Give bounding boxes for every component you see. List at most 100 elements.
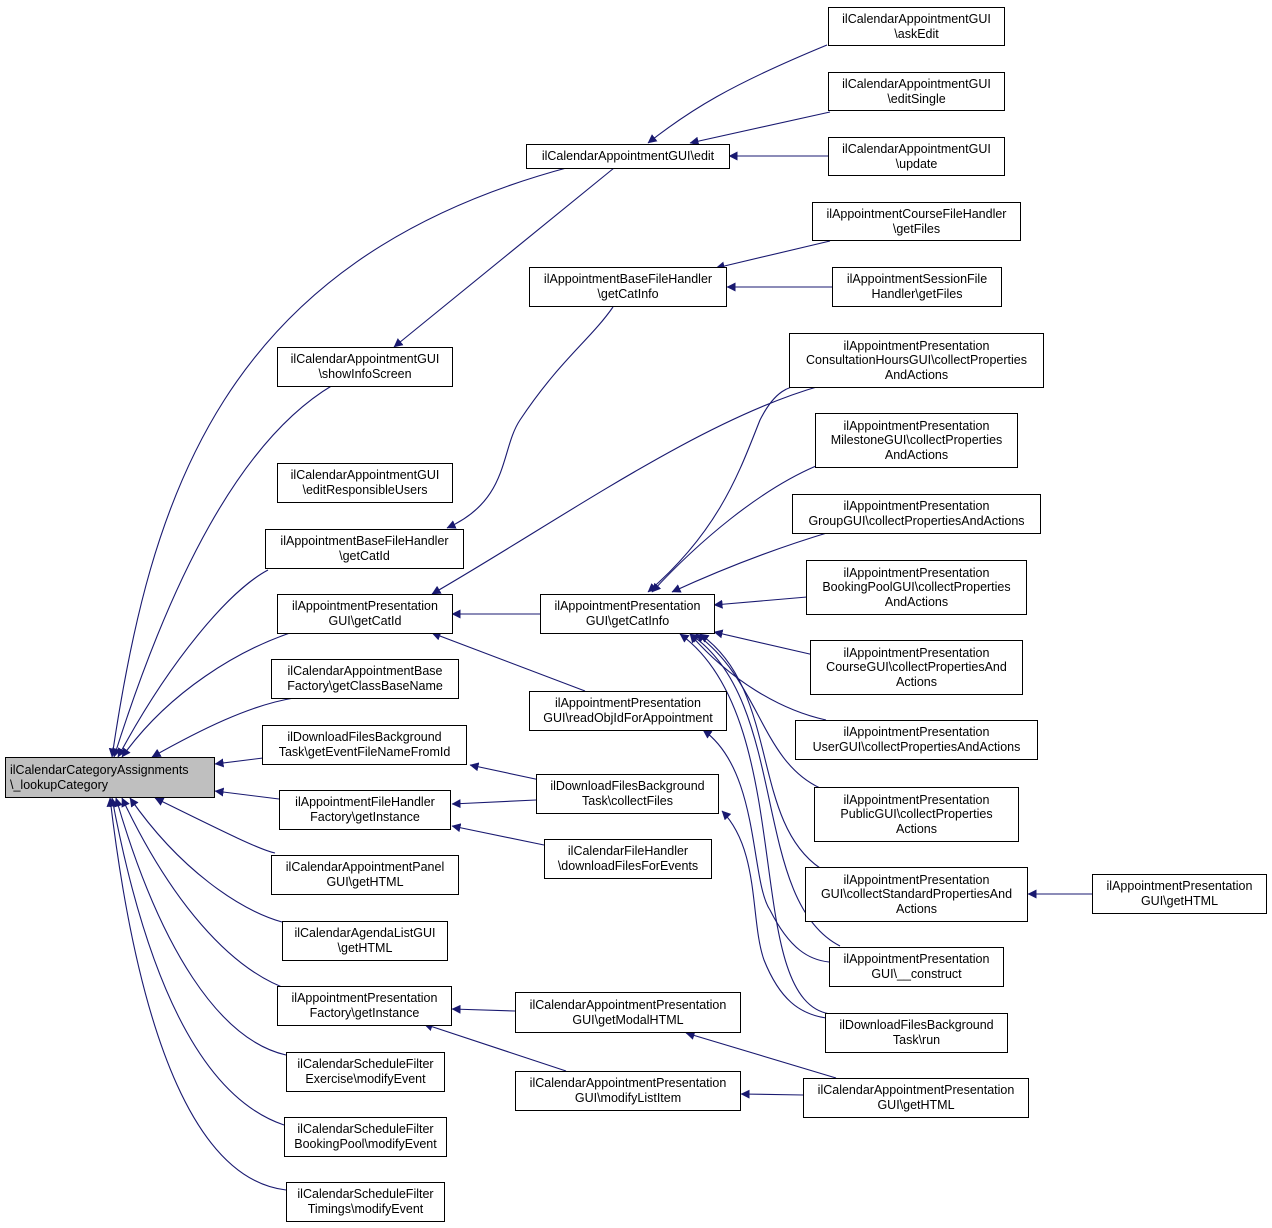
node-n12[interactable]: ilAppointmentPresentation GroupGUI\colle… [792,494,1041,534]
node-n27-line1: ilAppointmentPresentation [843,872,990,887]
node-n16[interactable]: ilAppointmentPresentation GUI\getCatInfo [540,594,715,634]
node-n36[interactable]: ilCalendarAppointmentPresentation GUI\ge… [803,1078,1029,1118]
node-n11[interactable]: ilCalendarAppointmentGUI \editResponsibl… [277,463,453,503]
node-n5[interactable]: ilAppointmentCourseFileHandler \getFiles [812,202,1021,241]
edge-n26-n0 [154,797,276,854]
node-n22-line2: Task\collectFiles [582,794,673,808]
node-n15[interactable]: ilAppointmentPresentation GUI\getCatId [277,594,453,634]
edge-n8-n0 [112,384,334,758]
node-n6[interactable]: ilAppointmentBaseFileHandler \getCatInfo [529,267,727,307]
node-n25[interactable]: ilCalendarFileHandler \downloadFilesForE… [544,839,712,879]
node-n24[interactable]: ilAppointmentPresentation PublicGUI\coll… [814,787,1019,842]
edge-n23-n0 [214,787,280,800]
node-n34-line1: ilCalendarScheduleFilter [297,1057,434,1072]
node-n22-line1: ilDownloadFilesBackground [550,779,705,794]
node-n13-line1: ilAppointmentBaseFileHandler [280,534,449,549]
edge-n33-n16 [679,633,831,1015]
edge-n15-n0 [121,632,291,758]
node-n28[interactable]: ilAppointmentPresentation GUI\getHTML [1092,874,1267,914]
edge-n2-n1 [647,44,828,144]
node-n4-line1: ilCalendarAppointmentGUI [842,141,991,156]
node-n5-line1: ilAppointmentCourseFileHandler [826,206,1007,221]
node-n22[interactable]: ilDownloadFilesBackground Task\collectFi… [536,774,719,814]
node-n6-line1: ilAppointmentBaseFileHandler [543,272,713,287]
node-n27[interactable]: ilAppointmentPresentation GUI\collectSta… [805,867,1028,922]
node-n37-line1: ilCalendarScheduleFilter [297,1122,434,1137]
edge-n25-n23 [451,823,545,846]
node-n29[interactable]: ilCalendarAgendaListGUI \getHTML [282,921,448,961]
edge-n1-n0 [108,166,571,758]
node-n17-line2: CourseGUI\collectPropertiesAnd [826,660,1007,675]
node-n17-line1: ilAppointmentPresentation [843,645,990,660]
edge-n34-n0 [114,797,287,1056]
node-n26[interactable]: ilCalendarAppointmentPanel GUI\getHTML [271,855,459,895]
node-n17[interactable]: ilAppointmentPresentation CourseGUI\coll… [810,640,1023,695]
node-n20-line2: UserGUI\collectPropertiesAndActions [812,740,1021,754]
node-n14[interactable]: ilAppointmentPresentation BookingPoolGUI… [806,560,1027,615]
node-n31-line2: Factory\getInstance [309,1006,420,1020]
node-n14-line1: ilAppointmentPresentation [843,565,990,580]
node-n29-line1: ilCalendarAgendaListGUI [294,926,436,941]
edge-n29-n0 [129,797,283,923]
node-n28-line2: GUI\getHTML [1140,894,1219,908]
node-n4[interactable]: ilCalendarAppointmentGUI \update [828,137,1005,176]
node-n18-line1: ilCalendarAppointmentBase [287,664,443,679]
node-n3[interactable]: ilCalendarAppointmentGUI \editSingle [828,72,1005,111]
node-n1[interactable]: ilCalendarAppointmentGUI\edit [526,144,730,169]
node-n2[interactable]: ilCalendarAppointmentGUI \askEdit [828,7,1005,46]
node-n6-line2: \getCatInfo [597,287,659,301]
node-n8-line1: ilCalendarAppointmentGUI [290,352,440,367]
edge-n33-n22 [721,810,827,1019]
node-n13-line2: \getCatId [339,549,390,563]
node-n33[interactable]: ilDownloadFilesBackground Task\run [825,1013,1008,1053]
edge-n22-n21 [469,762,541,781]
edge-n8-n1 [393,167,615,348]
node-n35[interactable]: ilCalendarAppointmentPresentation GUI\mo… [515,1071,741,1111]
node-n30[interactable]: ilAppointmentPresentation GUI\__construc… [829,947,1004,987]
node-n36-line1: ilCalendarAppointmentPresentation [817,1083,1015,1098]
node-n29-line2: \getHTML [337,941,393,955]
edge-n5-n6 [715,240,831,271]
node-n10-line1: ilAppointmentPresentation [843,418,990,433]
node-n18[interactable]: ilCalendarAppointmentBase Factory\getCla… [271,659,459,699]
node-n30-line2: GUI\__construct [871,967,962,981]
node-n8[interactable]: ilCalendarAppointmentGUI \showInfoScreen [277,347,453,387]
node-n34[interactable]: ilCalendarScheduleFilter Exercise\modify… [286,1052,445,1092]
node-n31[interactable]: ilAppointmentPresentation Factory\getIns… [277,986,452,1026]
node-n3-line2: \editSingle [887,91,946,106]
node-n7-line1: ilAppointmentSessionFile [846,272,988,287]
node-n7-line2: Handler\getFiles [871,287,963,301]
node-n13[interactable]: ilAppointmentBaseFileHandler \getCatId [265,529,464,569]
edge-n20-n16 [689,633,827,721]
node-n7[interactable]: ilAppointmentSessionFile Handler\getFile… [832,267,1002,307]
node-n3-line1: ilCalendarAppointmentGUI [842,76,991,91]
node-n37[interactable]: ilCalendarScheduleFilter BookingPool\mod… [284,1117,447,1157]
node-n9-line3: AndActions [884,367,949,382]
node-n38[interactable]: ilCalendarScheduleFilter Timings\modifyE… [286,1182,445,1222]
edge-n17-n16 [713,629,815,656]
edge-n24-n16 [695,633,821,789]
node-n2-line2: \askEdit [894,26,939,41]
node-n27-line2: GUI\collectStandardPropertiesAnd [820,887,1013,902]
node-n35-line2: GUI\modifyListItem [574,1091,682,1105]
node-n9[interactable]: ilAppointmentPresentation ConsultationHo… [789,333,1044,388]
node-n32[interactable]: ilCalendarAppointmentPresentation GUI\ge… [515,992,741,1033]
edge-n36-n35 [740,1089,804,1099]
node-n21[interactable]: ilDownloadFilesBackground Task\getEventF… [262,725,467,765]
node-n0-line1: ilCalendarCategoryAssignments [10,762,189,777]
node-n19[interactable]: ilAppointmentPresentation GUI\readObjIdF… [529,691,727,731]
node-n37-line2: BookingPool\modifyEvent [294,1137,437,1151]
node-n38-line1: ilCalendarScheduleFilter [297,1187,434,1202]
edge-n12-n16 [671,531,831,593]
node-n11-line2: \editResponsibleUsers [302,483,428,497]
node-n32-line1: ilCalendarAppointmentPresentation [529,997,727,1012]
node-n34-line2: Exercise\modifyEvent [305,1072,426,1086]
node-n19-line1: ilAppointmentPresentation [555,696,701,711]
edge-n19-n15 [431,631,586,692]
node-n4-line2: \update [895,156,938,171]
node-n23[interactable]: ilAppointmentFileHandler Factory\getInst… [279,790,451,830]
node-n10[interactable]: ilAppointmentPresentation MilestoneGUI\c… [815,413,1018,468]
node-n28-line1: ilAppointmentPresentation [1106,879,1253,894]
node-n18-line2: Factory\getClassBaseName [287,679,443,693]
node-n20[interactable]: ilAppointmentPresentation UserGUI\collec… [795,720,1038,760]
